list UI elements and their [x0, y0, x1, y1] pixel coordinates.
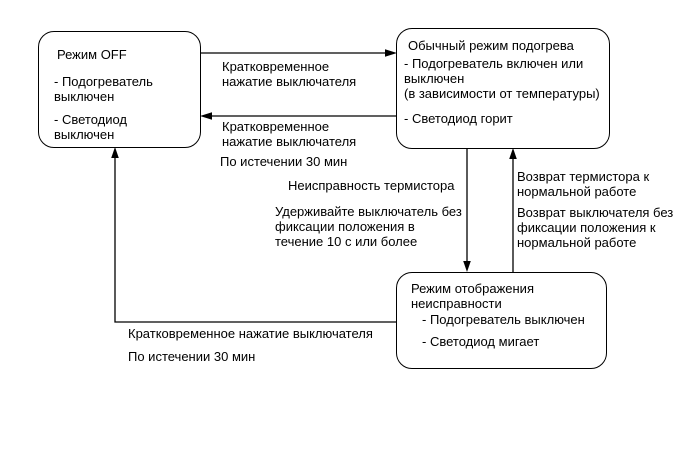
node-normal-line: - Подогреватель включен или	[404, 56, 584, 71]
arrow-off-to-normal	[201, 49, 397, 57]
node-off-line: - Подогреватель	[54, 74, 153, 89]
edge-label-hold-switch: Удерживайте выключатель без фиксации пол…	[275, 204, 462, 249]
edge-label-line: Возврат термистора к	[517, 169, 650, 184]
node-normal-title: Обычный режим подогрева	[408, 38, 574, 53]
edge-label-line: Удерживайте выключатель без	[275, 204, 462, 219]
edge-label-line: нормальной работе	[517, 184, 637, 199]
edge-label-line: фиксации положения к	[517, 220, 656, 235]
node-off-line: выключен	[54, 127, 115, 142]
edge-label-off-to-normal: Кратковременное нажатие выключателя	[222, 59, 356, 89]
arrow-fault-to-normal	[509, 148, 517, 272]
node-fault-display-mode: Режим отображения неисправности - Подогр…	[396, 272, 607, 369]
node-fault-line: - Светодиод мигает	[422, 334, 540, 349]
edge-label-line: течение 10 с или более	[275, 234, 418, 249]
node-off-line: - Светодиод	[54, 112, 128, 127]
edge-label-line: Кратковременное	[222, 59, 330, 74]
node-normal-heating-mode: Обычный режим подогрева - Подогреватель …	[396, 28, 610, 149]
edge-label-fault-to-off-timeout: По истечении 30 мин	[128, 349, 255, 364]
edge-label-line: фиксации положения в	[275, 219, 415, 234]
node-fault-line: - Подогреватель выключен	[422, 312, 585, 327]
node-normal-line: - Светодиод горит	[404, 111, 513, 126]
edge-label-line: нажатие выключателя	[222, 74, 357, 89]
node-fault-title: Режим отображения	[411, 281, 534, 296]
edge-label-line: Неисправность термистора	[288, 178, 455, 193]
edge-label-line: По истечении 30 мин	[128, 349, 256, 364]
arrow-normal-to-fault	[463, 149, 471, 272]
node-off-title: Режим OFF	[57, 47, 127, 62]
edge-label-thermistor-return: Возврат термистора к нормальной работе	[517, 169, 649, 199]
edge-label-line: нормальной работе	[517, 235, 637, 250]
node-normal-line: выключен	[404, 71, 465, 86]
edge-label-normal-to-off: Кратковременное нажатие выключателя	[222, 119, 356, 149]
edge-label-line: нажатие выключателя	[222, 134, 357, 149]
node-off-mode: Режим OFF - Подогреватель выключен - Све…	[38, 31, 201, 148]
node-off-line: выключен	[54, 89, 115, 104]
edge-label-fault-to-off: Кратковременное нажатие выключателя	[128, 326, 373, 341]
edge-label-line: По истечении 30 мин	[220, 154, 348, 169]
edge-label-line: Возврат выключателя без	[517, 205, 674, 220]
edge-label-thermistor-fault: Неисправность термистора	[288, 178, 455, 193]
edge-label-line: Кратковременное	[222, 119, 330, 134]
edge-label-line: Кратковременное нажатие выключателя	[128, 326, 373, 341]
node-normal-line: (в зависимости от температуры)	[404, 86, 600, 101]
node-fault-title: неисправности	[411, 296, 502, 311]
edge-label-switch-return: Возврат выключателя без фиксации положен…	[517, 205, 673, 250]
edge-label-normal-to-off-timeout: По истечении 30 мин	[220, 154, 347, 169]
